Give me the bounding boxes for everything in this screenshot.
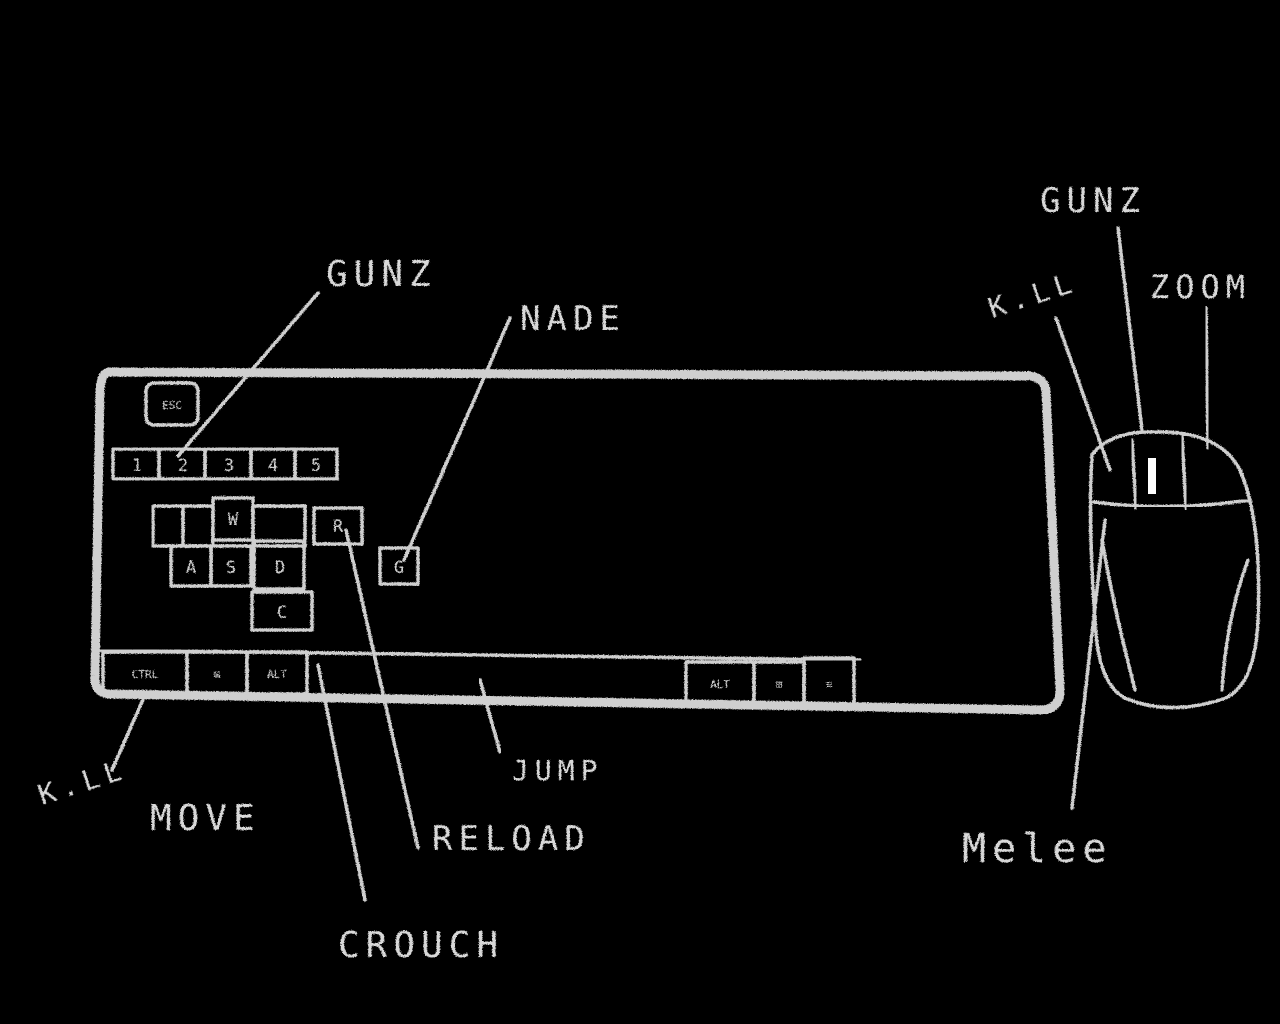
svg-text:ESC: ESC — [162, 399, 182, 412]
key-4: 4 — [268, 456, 278, 476]
label-move: MOVE — [150, 798, 261, 839]
key-5: 5 — [311, 456, 321, 476]
key-alt-left: ALT — [267, 668, 287, 681]
key-2: 2 — [178, 456, 188, 476]
label-kill-keyboard: K.LL — [34, 752, 131, 812]
key-r: R — [333, 517, 344, 537]
label-jump: JUMP — [512, 754, 603, 787]
qwerty-row: W R — [151, 496, 364, 548]
key-menu: ≡ — [826, 678, 833, 691]
key-esc: ESC — [144, 381, 200, 427]
key-d: D — [275, 558, 285, 578]
bottom-row-right: ALT ⊞ ≡ — [684, 656, 856, 706]
label-zoom: ZOOM — [1150, 268, 1251, 306]
label-melee: Melee — [962, 826, 1112, 872]
label-kill-mouse: K.LL — [984, 265, 1081, 325]
pointer-lines — [110, 226, 1210, 902]
key-g: G — [394, 558, 404, 578]
label-gunz-mouse: GUNZ — [1040, 181, 1146, 221]
label-nade: NADE — [520, 299, 626, 339]
key-a: A — [186, 558, 196, 578]
asdf-row: A S D G — [169, 539, 420, 591]
key-ctrl: CTRL — [132, 668, 159, 681]
label-gunz-keyboard: GUNZ — [326, 254, 437, 295]
key-w: W — [228, 510, 239, 530]
keyboard-outline — [90, 367, 1065, 715]
label-reload: RELOAD — [432, 819, 591, 859]
key-s: S — [226, 558, 236, 578]
key-win: ⊞ — [214, 668, 221, 681]
svg-text:C: C — [277, 603, 287, 623]
key-3: 3 — [224, 456, 234, 476]
number-row: 1 2 3 4 5 — [111, 447, 339, 481]
bottom-row-left: CTRL ⊞ ALT — [101, 650, 309, 696]
key-c: C — [250, 590, 314, 632]
key-win-right: ⊞ — [776, 678, 783, 691]
scroll-wheel — [1148, 458, 1156, 494]
key-1: 1 — [132, 456, 142, 476]
mouse — [1088, 430, 1261, 710]
key-alt-right: ALT — [710, 678, 730, 691]
label-crouch: CROUCH — [338, 925, 504, 966]
